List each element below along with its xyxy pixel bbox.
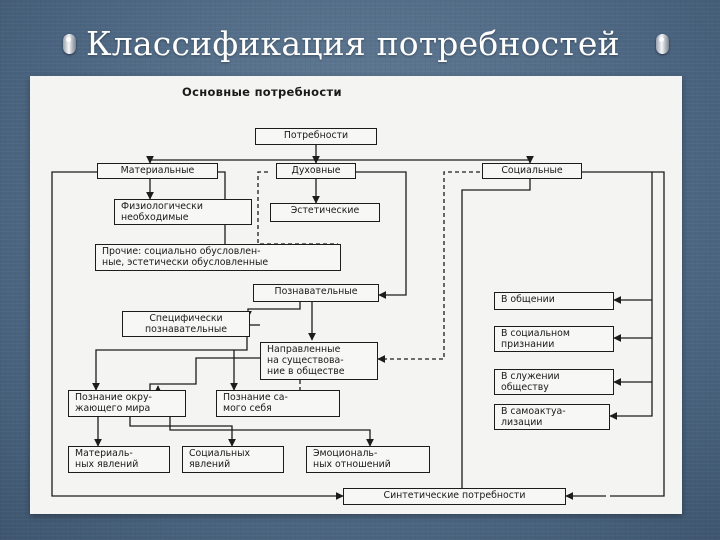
node-self-actualization: В самоактуа- лизации bbox=[494, 404, 610, 430]
node-synthetic: Синтетические потребности bbox=[343, 488, 566, 505]
node-oriented-society: Направленные на существова- ние в общест… bbox=[260, 342, 378, 380]
node-knowing-world: Познание окру- жающего мира bbox=[68, 390, 186, 417]
node-material-phenomena: Материаль- ных явлений bbox=[68, 446, 170, 473]
pushpin-icon bbox=[63, 34, 76, 54]
node-social: Социальные bbox=[482, 163, 582, 179]
node-aesthetic: Эстетические bbox=[270, 203, 380, 222]
node-knowing-self: Познание са- мого себя bbox=[216, 390, 340, 417]
node-physiological: Физиологически необходимые bbox=[114, 199, 252, 225]
node-specific-cognitive: Специфически познавательные bbox=[122, 311, 250, 337]
node-emotional-relations: Эмоциональ- ных отношений bbox=[306, 446, 430, 473]
node-needs: Потребности bbox=[255, 128, 377, 145]
node-material: Материальные bbox=[97, 163, 218, 179]
diagram-title: Основные потребности bbox=[182, 85, 342, 99]
node-social-recognition: В социальном признании bbox=[494, 326, 614, 352]
node-social-phenomena: Социальных явлений bbox=[182, 446, 284, 473]
slide-title: Классификация потребностей bbox=[86, 24, 620, 63]
node-serving-society: В служении обществу bbox=[494, 369, 614, 395]
pushpin-icon bbox=[656, 34, 669, 54]
node-other: Прочие: социально обусловлен- ные, эстет… bbox=[95, 244, 341, 271]
node-cognitive: Познавательные bbox=[253, 284, 379, 302]
node-spiritual: Духовные bbox=[276, 163, 356, 179]
node-in-communication: В общении bbox=[494, 292, 614, 310]
